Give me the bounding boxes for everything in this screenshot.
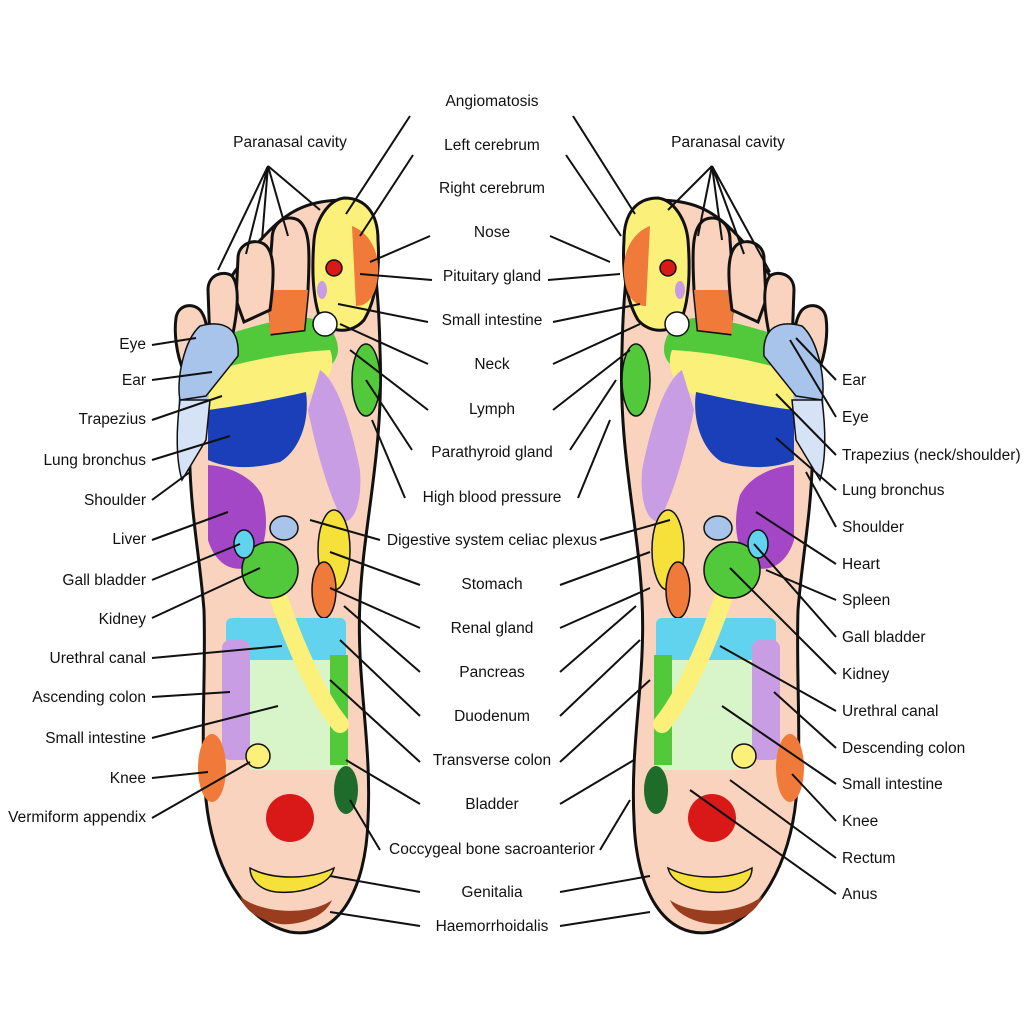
- center-label-16: Bladder: [465, 796, 518, 813]
- right-label-13: Rectum: [842, 850, 895, 867]
- right-foot: [621, 198, 826, 933]
- center-label-5: Small intestine: [442, 312, 543, 329]
- right-label-11: Small intestine: [842, 776, 943, 793]
- right-label-6: Spleen: [842, 592, 890, 609]
- left-foot: [175, 198, 380, 933]
- left-label-10: Small intestine: [45, 730, 146, 747]
- right-label-8: Kidney: [842, 666, 890, 683]
- paranasal-leaders: [217, 165, 771, 273]
- left-label-4: Shoulder: [84, 492, 146, 509]
- center-label-11: Stomach: [461, 576, 522, 593]
- center-label-17: Coccygeal bone sacroanterior: [389, 841, 595, 858]
- left-label-0: Eye: [119, 336, 146, 353]
- left-label-12: Vermiform appendix: [8, 809, 146, 826]
- left-label-11: Knee: [110, 770, 146, 787]
- left-label-5: Liver: [112, 531, 146, 548]
- center-label-3: Nose: [474, 224, 510, 241]
- left-leaders: [151, 337, 283, 819]
- left-label-8: Urethral canal: [50, 650, 147, 667]
- center-label-7: Lymph: [469, 401, 515, 418]
- center-label-15: Transverse colon: [433, 752, 551, 769]
- center-label-2: Right cerebrum: [439, 180, 545, 197]
- right-label-3: Lung bronchus: [842, 482, 945, 499]
- right-label-0: Ear: [842, 372, 866, 389]
- center-label-1: Left cerebrum: [444, 137, 540, 154]
- center-label-6: Neck: [474, 356, 510, 373]
- left-label-6: Gall bladder: [62, 572, 146, 589]
- center-label-9: High blood pressure: [423, 489, 562, 506]
- right-label-2: Trapezius (neck/shoulder): [842, 447, 1021, 464]
- center-label-12: Renal gland: [451, 620, 534, 637]
- left-label-1: Ear: [122, 372, 146, 389]
- right-label-1: Eye: [842, 409, 869, 426]
- center-label-10: Digestive system celiac plexus: [387, 532, 597, 549]
- center-leaders: [309, 115, 671, 927]
- center-label-19: Haemorrhoidalis: [436, 918, 549, 935]
- right-label-5: Heart: [842, 556, 881, 573]
- center-label-13: Pancreas: [459, 664, 525, 681]
- right-label-7: Gall bladder: [842, 629, 926, 646]
- right-label-12: Knee: [842, 813, 878, 830]
- left-label-3: Lung bronchus: [43, 452, 146, 469]
- center-label-4: Pituitary gland: [443, 268, 541, 285]
- right-label-9: Urethral canal: [842, 703, 939, 720]
- center-label-18: Genitalia: [461, 884, 523, 901]
- left-paranasal-label: Paranasal cavity: [233, 134, 347, 151]
- left-label-7: Kidney: [99, 611, 147, 628]
- left-label-9: Ascending colon: [32, 689, 146, 706]
- right-leaders: [689, 337, 837, 895]
- center-label-8: Parathyroid gland: [431, 444, 553, 461]
- left-label-2: Trapezius: [79, 411, 147, 428]
- right-label-14: Anus: [842, 886, 878, 903]
- center-label-0: Angiomatosis: [445, 93, 538, 110]
- center-label-14: Duodenum: [454, 708, 530, 725]
- right-paranasal-label: Paranasal cavity: [671, 134, 785, 151]
- right-label-10: Descending colon: [842, 740, 965, 757]
- right-label-4: Shoulder: [842, 519, 904, 536]
